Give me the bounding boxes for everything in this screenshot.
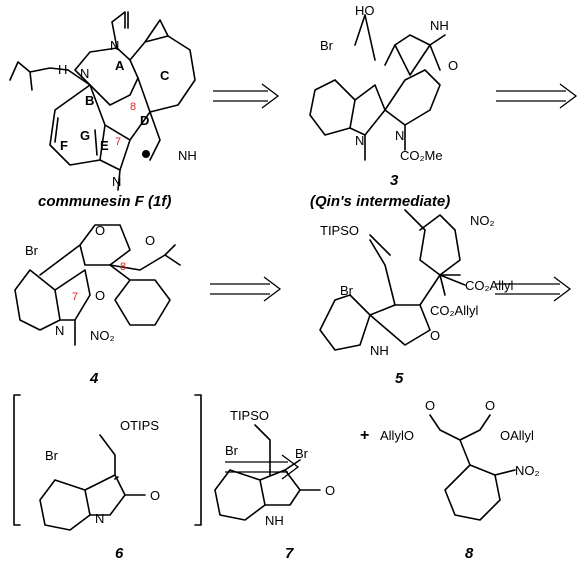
caption-3-sub: (Qin's intermediate) [310, 193, 450, 210]
retro-arrow-5 [225, 454, 300, 480]
group-co2allyl-2: CO₂Allyl [430, 303, 478, 318]
retro-arrow-4 [495, 276, 572, 302]
atom-tipso: TIPSO [230, 408, 269, 423]
atom-br: Br [25, 243, 39, 258]
group-otips: OTIPS [120, 418, 159, 433]
right-bracket [194, 394, 202, 526]
group-no2: NO₂ [515, 463, 540, 478]
group-co2me: CO₂Me [400, 148, 443, 163]
caption-5: 5 [395, 370, 404, 387]
atom-br-alpha: Br [295, 446, 309, 461]
retro-arrow-1 [213, 83, 280, 109]
bond-skeleton [319, 209, 466, 351]
caption-8: 8 [465, 545, 474, 562]
position-7: 7 [115, 136, 121, 148]
bond-skeleton [429, 414, 516, 521]
ring-label-d: D [140, 113, 149, 128]
group-no2: NO₂ [90, 328, 115, 343]
bond-skeleton [309, 14, 446, 161]
atom-nh: NH [370, 343, 389, 358]
group-co2allyl-1: CO₂Allyl [465, 278, 513, 293]
bond-skeleton [14, 224, 181, 346]
group-no2: NO₂ [470, 213, 495, 228]
ring-label-c: C [160, 68, 170, 83]
bond-skeleton [39, 434, 146, 531]
atom-n-methyl: N [112, 174, 121, 189]
structure-communesin-f: H N N NH N A B C D E F G 7 8 [9, 11, 197, 191]
caption-communesin-f: communesin F (1f) [38, 193, 171, 210]
left-bracket [13, 394, 21, 526]
caption-7: 7 [285, 545, 294, 562]
structure-4: Br O O O N NO₂ 7 8 [14, 223, 181, 346]
atom-h: H [58, 62, 67, 77]
atom-n-left: N [80, 66, 89, 81]
atom-br: Br [45, 448, 59, 463]
structure-8: AllylO OAllyl O O NO₂ [380, 398, 540, 521]
ring-label-g: G [80, 128, 90, 143]
atom-n: N [95, 511, 104, 526]
atom-o-right: O [485, 398, 495, 413]
atom-o-ring: O [95, 223, 105, 238]
group-allylo: AllylO [380, 428, 414, 443]
ring-label-a: A [115, 58, 125, 73]
caption-4: 4 [89, 370, 99, 387]
atom-ho: HO [355, 3, 375, 18]
position-7: 7 [72, 291, 78, 303]
atom-o-left: O [425, 398, 435, 413]
atom-n-methyl: N [355, 133, 364, 148]
atom-n-carbamate: N [395, 128, 404, 143]
atom-nh: NH [265, 513, 284, 528]
structure-6: OTIPS Br N O [13, 394, 202, 531]
atom-o-carbonyl: O [145, 233, 155, 248]
structure-3: Br HO NH O N N CO₂Me [309, 3, 458, 163]
atom-tipso: TIPSO [320, 223, 359, 238]
ring-label-b: B [85, 93, 94, 108]
atom-br: Br [340, 283, 354, 298]
atom-o: O [325, 483, 335, 498]
atom-o: O [150, 488, 160, 503]
caption-3: 3 [390, 172, 399, 189]
plus-sign: + [360, 427, 369, 444]
position-8: 8 [120, 261, 126, 273]
structure-7: TIPSO Br Br NH O [214, 408, 335, 528]
atom-br: Br [320, 38, 334, 53]
atom-o: O [430, 328, 440, 343]
atom-br-ring: Br [225, 443, 239, 458]
ring-label-e: E [100, 138, 109, 153]
ring-label-f: F [60, 138, 68, 153]
atom-n-top: N [110, 38, 119, 53]
atom-nh: NH [430, 18, 449, 33]
group-oallyl: OAllyl [500, 428, 534, 443]
bond-skeleton [214, 424, 321, 521]
atom-nh: NH [178, 148, 197, 163]
retro-arrow-2 [496, 83, 578, 109]
atom-o-lactam: O [95, 288, 105, 303]
position-8: 8 [130, 101, 136, 113]
atom-n: N [55, 323, 64, 338]
retro-arrow-3 [210, 276, 282, 302]
atom-o: O [448, 58, 458, 73]
caption-6: 6 [115, 545, 124, 562]
structure-5: TIPSO Br NO₂ CO₂Allyl CO₂Allyl NH O [319, 209, 513, 358]
bond-skeleton [9, 11, 196, 191]
